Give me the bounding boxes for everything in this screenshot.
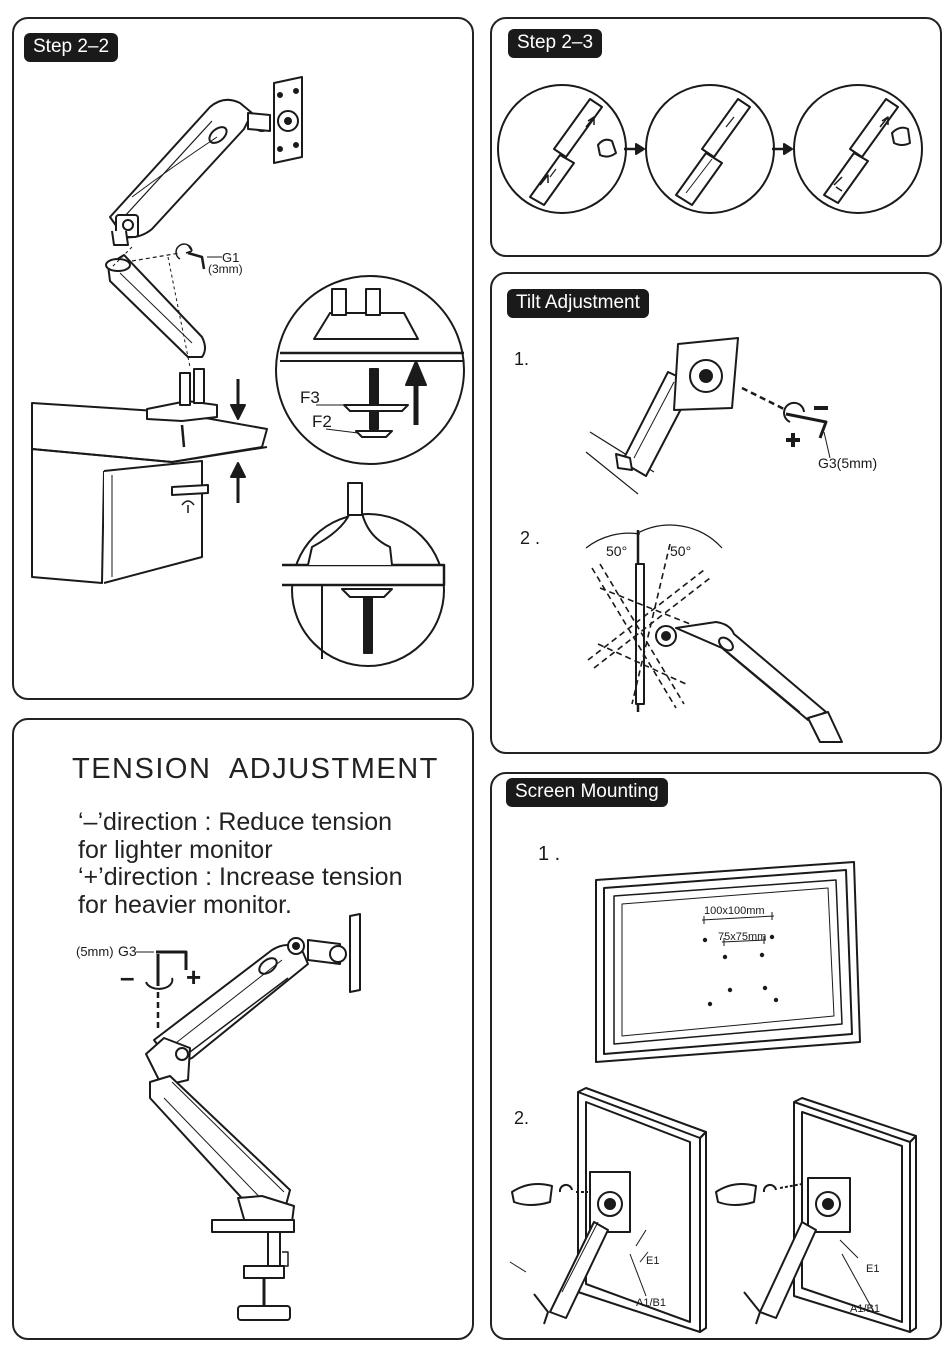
step-2-2-illustration: G1 (3mm) F3 F2 (12, 17, 474, 700)
plus-icon (786, 433, 800, 447)
e1-label-left: E1 (646, 1255, 659, 1267)
g3-label: G3(5mm) (818, 455, 877, 471)
tilt-step-1-number: 1. (514, 349, 529, 369)
tilt-step-2-number: 2 . (520, 528, 540, 548)
f3-label: F3 (300, 388, 320, 407)
a1b1-label-left: A1/B1 (636, 1297, 666, 1309)
hex-key-icon (188, 253, 204, 269)
screen-step-1-number: 1 . (538, 843, 560, 865)
a1b1-label-right: A1/B1 (850, 1303, 880, 1315)
tension-line-lighter: for lighter monitor (78, 836, 273, 865)
vesa-100-label: 100x100mm (704, 905, 765, 917)
e1-label-right: E1 (866, 1263, 879, 1275)
rotate-arrow-icon (784, 403, 804, 422)
g1-size-label: (3mm) (208, 262, 243, 276)
tension-adjustment-illustration: (5mm) G3 – + (12, 930, 474, 1330)
vesa-75-label: 75x75mm (718, 931, 766, 943)
f2-label: F2 (312, 412, 332, 431)
screen-mounting-illustration: 1 . 2. 100x100mm 75x75mm (490, 772, 942, 1340)
step-2-3-illustration (490, 17, 942, 257)
screen-step-2-number: 2. (514, 1108, 529, 1128)
minus-icon: – (120, 962, 134, 992)
tilt-adjustment-illustration: 1. 2 . (490, 272, 942, 754)
hand-icon (598, 140, 616, 157)
hex-key-icon (156, 952, 186, 970)
tension-line-heavier: for heavier monitor. (78, 891, 292, 920)
tilt-angle-right-label: 50° (670, 543, 691, 559)
tension-line-reduce: ‘–’direction : Reduce tension (78, 808, 392, 837)
g3-label: G3 (118, 943, 137, 959)
tension-line-increase: ‘+’direction : Increase tension (78, 863, 403, 892)
hand-icon (512, 1184, 552, 1205)
tension-adjustment-title: TENSION ADJUSTMENT (72, 753, 439, 786)
monitor-back (596, 862, 860, 1062)
g3-size-label: (5mm) (76, 944, 114, 959)
tilt-angle-left-label: 50° (606, 543, 627, 559)
plus-icon: + (186, 962, 201, 992)
